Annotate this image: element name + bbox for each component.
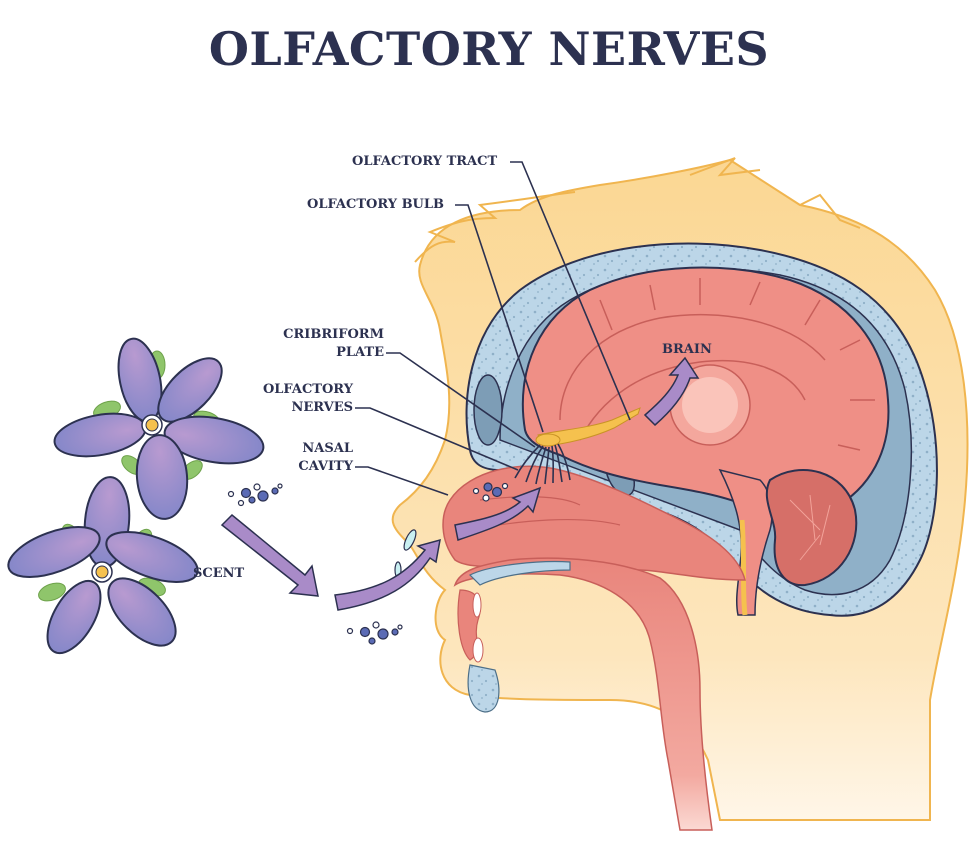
brain (521, 266, 890, 616)
arrow-into-nostril (334, 538, 441, 611)
nostril-cartilage (403, 529, 417, 551)
diagram-title: OLFACTORY NERVES (208, 22, 770, 76)
hard-palate (468, 560, 571, 586)
label-olfactory-nerves-line2: NERVES (291, 400, 353, 415)
frontal-sinus (473, 374, 503, 446)
arrow-nasal-cavity (454, 486, 542, 541)
label-cribriform-plate-line1: CRIBRIFORM (283, 327, 384, 342)
cerebellum (765, 469, 858, 587)
label-nasal-cavity: NASAL CAVITY (270, 440, 353, 476)
leader-cribriform-plate (386, 352, 536, 448)
olfactory-nerve-fibers (514, 443, 571, 485)
label-olfactory-nerves-line1: OLFACTORY (262, 382, 353, 397)
flower-bottom (7, 476, 199, 655)
arrow-to-brain (643, 356, 700, 427)
scent-particles-top (227, 483, 283, 507)
leader-olfactory-tract (510, 161, 631, 421)
label-scent: SCENT (193, 566, 245, 581)
flower-top (53, 337, 265, 520)
label-cribriform-plate: CRIBRIFORM PLATE (276, 326, 384, 362)
leader-olfactory-nerves (355, 407, 519, 471)
scent-particles-bottom (346, 621, 403, 645)
label-olfactory-nerves: OLFACTORY NERVES (250, 381, 353, 417)
leader-olfactory-bulb (455, 204, 544, 433)
label-nasal-cavity-line1: NASAL (302, 441, 353, 456)
oral-cavity-and-throat (394, 529, 713, 831)
label-olfactory-bulb: OLFACTORY BULB (307, 197, 445, 212)
olfactory-bulb-and-tract (535, 407, 641, 447)
label-brain: BRAIN (662, 342, 712, 357)
leader-lines (355, 161, 631, 496)
olfactory-bulb (535, 433, 561, 447)
label-nasal-cavity-line2: CAVITY (298, 459, 353, 474)
scent-particles-nasal (472, 482, 509, 502)
label-cribriform-plate-line2: PLATE (336, 345, 384, 360)
leader-nasal-cavity (355, 466, 449, 496)
label-olfactory-tract: OLFACTORY TRACT (352, 154, 498, 169)
arrow-scent-to-nose (220, 513, 319, 597)
jaw-bone (467, 664, 500, 713)
scent-pathway-arrows (220, 356, 700, 611)
